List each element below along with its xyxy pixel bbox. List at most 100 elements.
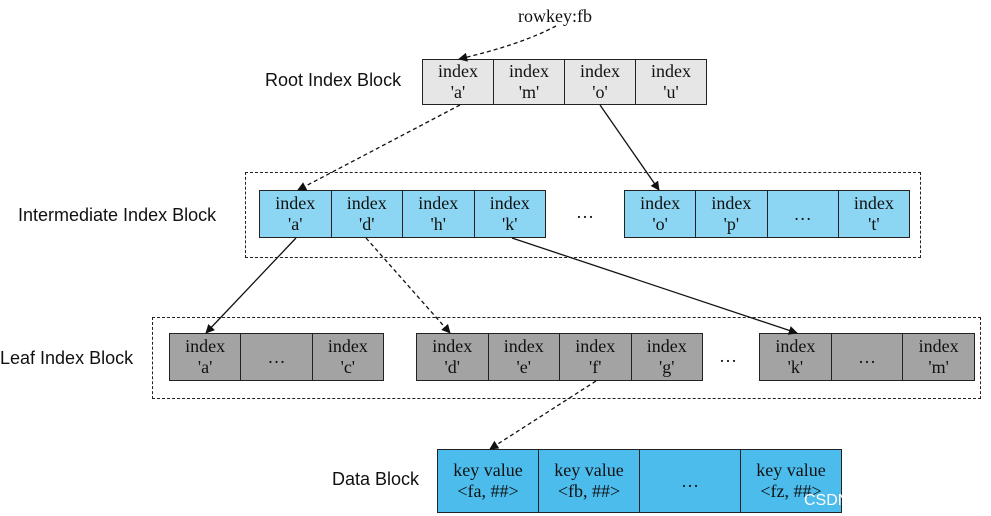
intermediate-index-block-1: index'a'index'd'index'h'index'k' bbox=[259, 190, 546, 238]
arrow-leaf-f-to-data-block bbox=[489, 380, 597, 450]
intermediate-index-block-label: Intermediate Index Block bbox=[18, 205, 217, 225]
leaf-index-block-label: Leaf Index Block bbox=[0, 348, 134, 368]
data-block-label: Data Block bbox=[332, 469, 420, 489]
intermediate-block-2-cell-line1: … bbox=[793, 203, 812, 224]
intermediate-block-2-cell-line2: 't' bbox=[868, 214, 880, 234]
root-block-cell-line1: index bbox=[651, 61, 691, 81]
intermediate-block-2-cell-line1: index bbox=[640, 193, 681, 213]
root-block-cell-line1: index bbox=[438, 61, 478, 81]
arrow-root-o-to-intermediate-o bbox=[599, 104, 660, 191]
intermediate-block-2-cell-line2: 'p' bbox=[723, 214, 740, 234]
leaf-block-3-cell-line2: 'k' bbox=[787, 357, 804, 377]
intermediate-block-1-cell-line2: 'h' bbox=[430, 214, 447, 234]
data-block-cell-line1: … bbox=[681, 470, 699, 491]
leaf-block-1-cell-line1: index bbox=[327, 336, 368, 356]
data-block-cell-line2: <fz, ##> bbox=[760, 481, 822, 501]
intermediate-index-block-2: index'o'index'p'…index't' bbox=[624, 190, 910, 238]
leaf-block-3-cell: index'k' bbox=[760, 334, 832, 380]
root-index-block-label: Root Index Block bbox=[265, 70, 402, 90]
leaf-block-1-cell-line2: 'c' bbox=[340, 357, 356, 377]
data-block-cell-line1: key value bbox=[453, 460, 523, 480]
intermediate-block-1-cell-line2: 'd' bbox=[359, 214, 375, 234]
intermediate-block-2-cell: index'p' bbox=[696, 191, 768, 237]
intermediate-block-1-cell-line2: 'k' bbox=[502, 214, 518, 234]
leaf-index-block-1: index'a'…index'c' bbox=[169, 333, 384, 381]
arrow-root-a-to-intermediate-a bbox=[297, 104, 461, 191]
arrow-intermediate-k-to-leaf-k bbox=[511, 237, 798, 335]
intermediate-block-2-cell-line1: index bbox=[711, 193, 752, 213]
leaf-block-2-cell-line2: 'e' bbox=[516, 357, 531, 377]
leaf-block-3-cell: index'm' bbox=[903, 334, 975, 380]
intermediate-block-1-cell-line1: index bbox=[418, 193, 459, 213]
leaf-block-2-cell: index'e' bbox=[488, 334, 560, 380]
csdn-watermark: CSDN @吴成伟0122 bbox=[804, 492, 954, 509]
root-block-cell-line2: 'o' bbox=[592, 82, 608, 102]
intermediate-block-1-cell: index'a' bbox=[260, 191, 332, 237]
leaf-block-2-cell-line1: index bbox=[503, 336, 544, 356]
leaf-block-1-cell: … bbox=[241, 334, 313, 380]
leaf-ellipsis: … bbox=[719, 346, 737, 366]
intermediate-block-1-cell-line1: index bbox=[346, 193, 387, 213]
root-block-cell-line2: 'u' bbox=[663, 82, 679, 102]
leaf-block-1-cell-line1: … bbox=[267, 346, 286, 367]
data-block: key value<fa, ##>key value<fb, ##>…key v… bbox=[437, 449, 842, 513]
rowkey-label: rowkey:fb bbox=[518, 6, 592, 26]
root-block-cell-line1: index bbox=[580, 61, 620, 81]
leaf-block-3-cell-line1: … bbox=[858, 346, 876, 367]
leaf-block-2-cell-line2: 'f' bbox=[589, 357, 602, 377]
data-block-cell: … bbox=[640, 450, 741, 512]
intermediate-block-1-cell: index'h' bbox=[403, 191, 475, 237]
intermediate-block-1-cell: index'd' bbox=[331, 191, 403, 237]
data-block-cell: key value<fa, ##> bbox=[438, 450, 539, 512]
leaf-block-2-cell-line1: index bbox=[432, 336, 473, 356]
root-block-cell: index'm' bbox=[494, 60, 565, 104]
intermediate-block-1-cell-line1: index bbox=[275, 193, 316, 213]
arrow-intermediate-d-to-leaf-d bbox=[365, 237, 451, 334]
leaf-block-3-cell-line1: index bbox=[918, 336, 959, 356]
intermediate-group-box bbox=[245, 172, 921, 258]
intermediate-block-1-cell-line2: 'a' bbox=[288, 214, 303, 234]
leaf-block-3-cell-line1: index bbox=[775, 336, 816, 356]
data-block-cell: key value<fb, ##> bbox=[539, 450, 640, 512]
leaf-block-1-cell-line1: index bbox=[185, 336, 226, 356]
leaf-block-2-cell: index'f' bbox=[560, 334, 632, 380]
arrow-rowkey-to-root-a bbox=[458, 25, 557, 62]
data-block-cell-line1: key value bbox=[756, 460, 826, 480]
intermediate-block-2-cell: … bbox=[767, 191, 839, 237]
root-block-cell: index'o' bbox=[565, 60, 636, 104]
leaf-block-2-cell-line2: 'd' bbox=[444, 357, 461, 377]
leaf-index-block-3: index'k'…index'm' bbox=[759, 333, 975, 381]
leaf-block-2-cell-line1: index bbox=[646, 336, 687, 356]
intermediate-block-2-cell-line1: index bbox=[853, 193, 894, 213]
intermediate-block-2-cell: index'o' bbox=[625, 191, 697, 237]
intermediate-ellipsis: … bbox=[576, 202, 594, 222]
data-block-cell-line2: <fb, ##> bbox=[557, 481, 621, 501]
root-block-cell-line2: 'a' bbox=[450, 82, 466, 102]
leaf-block-1-cell: index'c' bbox=[312, 334, 383, 380]
leaf-block-2-cell: index'g' bbox=[631, 334, 702, 380]
root-block-cell: index'u' bbox=[636, 60, 706, 104]
leaf-block-2-cell-line1: index bbox=[575, 336, 616, 356]
leaf-group-box bbox=[152, 317, 981, 399]
data-block-cell: key value<fz, ##> bbox=[741, 450, 841, 512]
leaf-index-block-2: index'd'index'e'index'f'index'g' bbox=[416, 333, 703, 381]
intermediate-block-1-cell: index'k' bbox=[474, 191, 545, 237]
leaf-block-3-cell-line2: 'm' bbox=[928, 357, 949, 377]
leaf-block-2-cell-line2: 'g' bbox=[659, 357, 675, 377]
intermediate-block-2-cell: index't' bbox=[838, 191, 909, 237]
leaf-block-2-cell: index'd' bbox=[417, 334, 489, 380]
leaf-block-1-cell: index'a' bbox=[170, 334, 242, 380]
leaf-block-3-cell: … bbox=[831, 334, 904, 380]
arrow-intermediate-a-to-leaf-a bbox=[205, 237, 297, 334]
leaf-block-1-cell-line2: 'a' bbox=[197, 357, 213, 377]
root-block-cell-line2: 'm' bbox=[518, 82, 540, 102]
data-block-cell-line1: key value bbox=[554, 460, 624, 480]
root-block-cell: index'a' bbox=[423, 60, 494, 104]
root-index-block: index'a'index'm'index'o'index'u' bbox=[422, 59, 707, 105]
intermediate-block-2-cell-line2: 'o' bbox=[652, 214, 668, 234]
root-block-cell-line1: index bbox=[509, 61, 549, 81]
intermediate-block-1-cell-line1: index bbox=[489, 193, 530, 213]
data-block-cell-line2: <fa, ##> bbox=[457, 481, 519, 501]
